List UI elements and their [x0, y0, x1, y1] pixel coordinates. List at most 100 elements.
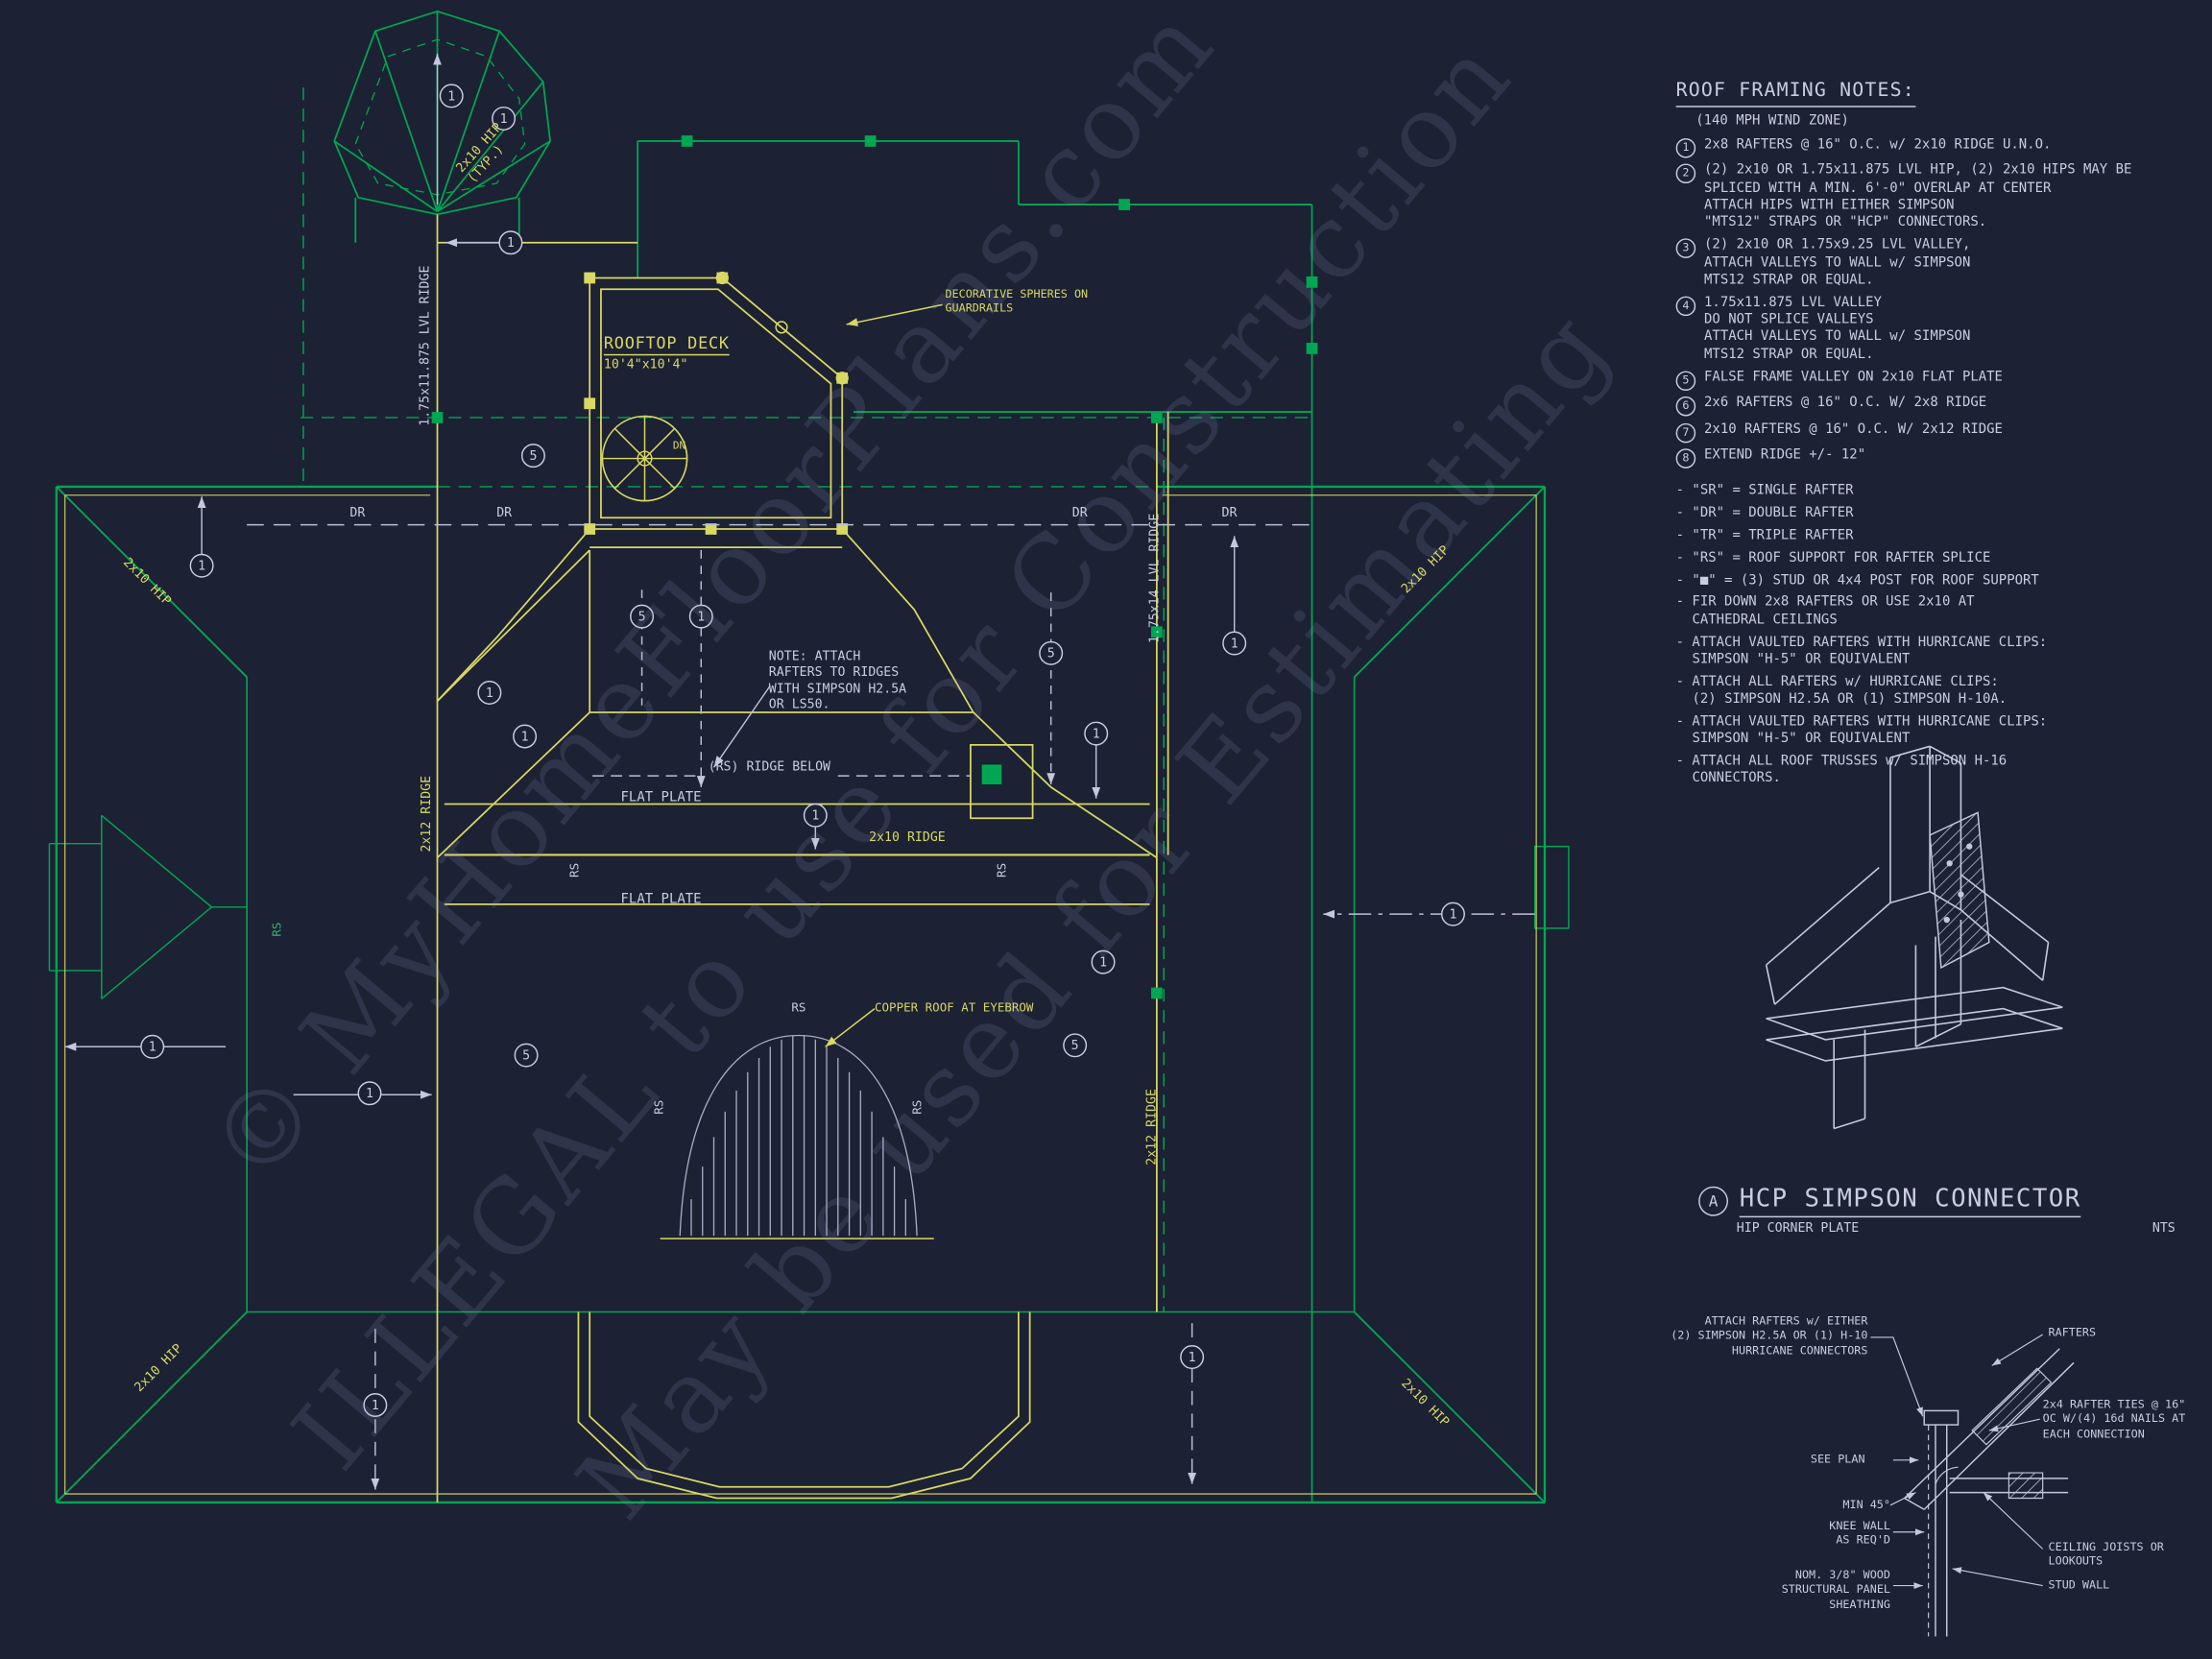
label-note-attach: NOTE: ATTACH RAFTERS TO RIDGES WITH SIMP…: [768, 650, 907, 712]
label-ridge-2x12: 2x12 RIDGE: [1145, 1089, 1160, 1166]
keynote-marker: 1: [366, 1087, 373, 1101]
label-rs-ridge-below: (RS) RIDGE BELOW: [708, 759, 831, 775]
keynote-number: 5: [1675, 370, 1696, 391]
keynote-marker: 5: [638, 611, 646, 625]
label-dr: DR: [1071, 506, 1088, 521]
label-rs: RS: [996, 862, 1011, 878]
label-dr: DR: [349, 506, 366, 521]
legend-item: - "■" = (3) STUD OR 4x4 POST FOR ROOF SU…: [1675, 571, 2039, 589]
keynote-number: 8: [1675, 448, 1696, 469]
keynote-marker: 5: [529, 449, 537, 464]
eyebrow-roof: [679, 1034, 918, 1237]
keynote-number: 6: [1675, 397, 1696, 417]
keynote-marker: 1: [1189, 1351, 1196, 1365]
keynote-marker: 1: [500, 112, 508, 127]
callout-sheathing: NOM. 3/8" WOOD STRUCTURAL PANEL SHEATHIN…: [1781, 1568, 1890, 1611]
callout-see-plan: SEE PLAN: [1810, 1453, 1865, 1466]
label-dn: DN: [672, 438, 686, 452]
label-copper-roof: COPPER ROOF AT EYEBROW: [875, 1001, 1034, 1016]
keynote-marker: 5: [1071, 1039, 1079, 1053]
label-rs: RS: [911, 1099, 926, 1115]
detail-a-subtitle: HIP CORNER PLATE: [1736, 1221, 1860, 1237]
label-flat-plate: FLAT PLATE: [620, 891, 702, 907]
keynote-markers: 1 1 1 5 1 5 1 1 1 5 1 1 1 1 1 5 5 1 1 1 …: [140, 84, 1465, 1417]
detail-a-tag: A: [1698, 1186, 1728, 1216]
legend-item: - "DR" = DOUBLE RAFTER: [1675, 505, 1854, 521]
label-flat-plate: FLAT PLATE: [620, 789, 702, 806]
notes-wind-zone: (140 MPH WIND ZONE): [1695, 111, 1849, 129]
guardrail-spheres: [715, 271, 849, 385]
keynote-number: 4: [1675, 296, 1696, 316]
label-lvl-ridge-11875: 1.75x11.875 LVL RIDGE: [419, 265, 434, 426]
callout-knee-wall: KNEE WALL AS REQ'D: [1829, 1519, 1890, 1548]
note-item: 2(2) 2x10 OR 1.75x11.875 LVL HIP, (2) 2x…: [1675, 163, 2201, 233]
label-rs: RS: [568, 862, 583, 878]
callout-rafters: RAFTERS: [2048, 1326, 2097, 1339]
callout-min-45: MIN 45°: [1842, 1498, 1890, 1511]
legend-item: - "RS" = ROOF SUPPORT FOR RAFTER SPLICE: [1675, 549, 1991, 565]
yellow-framing: [436, 214, 1169, 1503]
label-decorative-spheres: DECORATIVE SPHERES ON GUARDRAILS: [945, 287, 1089, 315]
callout-ceiling-joists: CEILING JOISTS OR LOOKOUTS: [2048, 1540, 2164, 1569]
legend-item: - ATTACH VAULTED RAFTERS WITH HURRICANE …: [1675, 634, 2048, 667]
label-rs: RS: [791, 1001, 806, 1016]
keynote-marker: 1: [521, 730, 529, 744]
label-dr: DR: [496, 506, 513, 521]
label-rooftop-deck: ROOFTOP DECK: [603, 333, 730, 356]
legend-item: - "TR" = TRIPLE RAFTER: [1675, 527, 1854, 543]
keynote-number: 1: [1675, 137, 1696, 158]
notes-legend: - "SR" = SINGLE RAFTER - "DR" = DOUBLE R…: [1676, 483, 2201, 788]
turret-linework: [333, 10, 551, 243]
keynote-marker: 1: [486, 686, 493, 701]
label-ridge-2x12: 2x12 RIDGE: [420, 775, 435, 853]
keynote-marker: 1: [447, 89, 455, 104]
note-item: 3(2) 2x10 OR 1.75x9.25 LVL VALLEY, ATTAC…: [1675, 237, 2201, 289]
keynote-marker: 1: [811, 809, 819, 824]
keynote-marker: 1: [697, 611, 705, 625]
label-lvl-ridge-14: 1.75x14 LVL RIDGE: [1148, 513, 1163, 644]
eave-section-detail-drawing: [1870, 1334, 2075, 1637]
deck-posts: [584, 272, 849, 535]
keynote-marker: 1: [149, 1041, 156, 1055]
label-deck-size: 10'4"x10'4": [603, 358, 688, 373]
callout-attach-rafters: ATTACH RAFTERS w/ EITHER (2) SIMPSON H2.…: [1671, 1314, 1868, 1358]
label-ridge-2x10: 2x10 RIDGE: [869, 830, 946, 846]
keynote-marker: 1: [1099, 956, 1107, 971]
fascia-offset-lines: [63, 494, 1537, 1495]
keynote-marker: 1: [1231, 637, 1238, 651]
callout-rafter-ties: 2x4 RAFTER TIES @ 16" OC W/(4) 16d NAILS…: [2042, 1398, 2186, 1440]
hcp-connector-detail-drawing: [1765, 745, 2063, 1130]
label-rs: RS: [653, 1099, 668, 1115]
keynote-marker: 1: [507, 236, 515, 251]
keynote-marker: 1: [372, 1399, 379, 1413]
legend-item: - ATTACH ALL ROOF TRUSSES w/ SIMPSON H-1…: [1675, 753, 2008, 787]
keynote-marker: 1: [1093, 727, 1100, 741]
dashed-green-lines: [300, 87, 1310, 1312]
legend-item: - FIR DOWN 2x8 RAFTERS OR USE 2x10 AT CA…: [1675, 594, 1975, 628]
spiral-stair: [601, 415, 688, 502]
keynote-marker: 1: [1449, 908, 1456, 923]
legend-item: - ATTACH VAULTED RAFTERS WITH HURRICANE …: [1675, 713, 2048, 747]
detail-a-title: HCP SIMPSON CONNECTOR: [1739, 1185, 2081, 1218]
detail-a-scale: NTS: [2152, 1221, 2176, 1237]
keynote-marker: 5: [1047, 647, 1055, 661]
legend-item: - ATTACH ALL RAFTERS w/ HURRICANE CLIPS:…: [1675, 674, 2008, 708]
yellow-leaders: [825, 303, 943, 1047]
callout-stud-wall: STUD WALL: [2048, 1578, 2110, 1592]
legend-item: - "SR" = SINGLE RAFTER: [1675, 482, 1854, 498]
keynote-marker: 1: [198, 560, 205, 574]
keynote-number: 2: [1675, 164, 1696, 184]
label-rs: RS: [271, 922, 285, 937]
post-markers: [431, 135, 1318, 999]
detail-a-titleblock: A HCP SIMPSON CONNECTOR HIP CORNER PLATE…: [1698, 1185, 2176, 1236]
notes-title: ROOF FRAMING NOTES:: [1675, 79, 2201, 108]
